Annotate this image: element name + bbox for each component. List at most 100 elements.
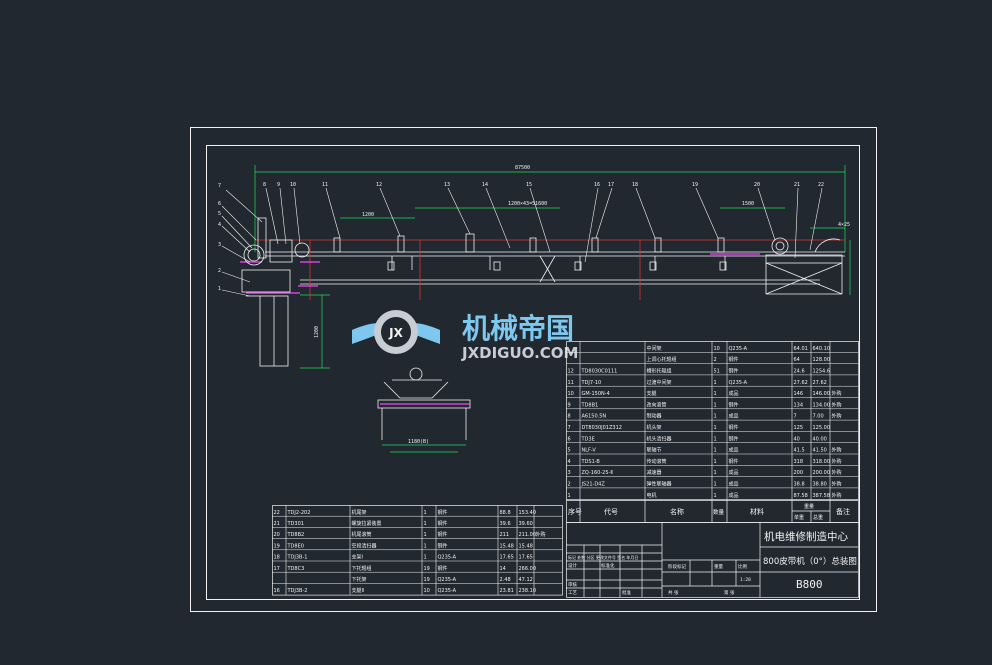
balloon-17: 17 <box>608 182 614 188</box>
bom-right-cell-note: 外购 <box>832 481 842 488</box>
dim-head-height: 1200 <box>314 326 320 338</box>
bom-right-cell-total: 128.00 <box>813 357 831 363</box>
balloon-8: 8 <box>263 182 266 188</box>
bom-left-cell-qty: 10 <box>424 588 430 594</box>
bom-right-cell-name: 联轴节 <box>647 447 662 454</box>
bom-left-cell-total: 238.10 <box>519 588 537 594</box>
conveyor-frame <box>265 251 845 285</box>
bom-right-cell-total: 1254.6 <box>813 369 831 375</box>
bom-right-cell-material: Q235-A <box>729 380 748 386</box>
overall-dimension <box>254 165 851 369</box>
bom-right-cell-unit: 318 <box>794 459 804 465</box>
bom-left-cell-qty: 19 <box>424 577 430 583</box>
bom-right-cell-name: 机头架 <box>647 424 662 431</box>
bom-right-cell-total: 41.50 <box>813 448 827 454</box>
bom-right-cell-unit: 41.5 <box>794 448 805 454</box>
bom-left-cell-unit: 39.6 <box>500 521 511 527</box>
bom-right-cell-total: 640.10 <box>813 346 831 352</box>
bom-left-cell-name: 下托架 <box>352 576 367 583</box>
balloon-12: 12 <box>376 182 382 188</box>
bom-right-frame <box>566 341 859 501</box>
bom-right-cell-no: 4 <box>568 459 571 465</box>
dim-side-note: 4×25 <box>838 222 850 228</box>
bom-right-cell-qty: 51 <box>714 369 720 375</box>
bom-right-cell-material: 钢件 <box>729 401 739 408</box>
bom-right-cell-total: 27.62 <box>813 380 827 386</box>
title-approve-label: 批准 <box>622 589 631 596</box>
bom-right-cell-unit: 200 <box>794 470 804 476</box>
bom-right-cell-total: 146.00 <box>813 391 831 397</box>
bom-left-cell-no: 18 <box>274 555 280 561</box>
bom-right-cell-unit: 125 <box>794 425 804 431</box>
bom-right-cell-no: 8 <box>568 414 571 420</box>
bom-right-cell-code: NLF-V <box>582 448 597 454</box>
bom-right-cell-qty: 2 <box>714 357 717 363</box>
bom-right-cell-material: 成品 <box>729 413 739 420</box>
cross-section-dims <box>382 444 466 453</box>
bom-left-cell-total: 39.60 <box>519 521 533 527</box>
bom-left-cell-unit: 23.81 <box>500 588 514 594</box>
tail-assembly <box>765 237 843 295</box>
title-revision-note: 标记 处数 分区 更改文件号 签名 年月日 <box>568 554 638 560</box>
bom-right-cell-code: TD3E <box>581 436 595 442</box>
title-stage-label: 阶段标记 <box>668 563 686 570</box>
bom-right-cell-name: 槽形托辊组 <box>647 368 672 375</box>
bom-right-cell-qty: 1 <box>714 448 717 454</box>
head-drive <box>241 217 310 367</box>
balloon-1: 1 <box>218 286 221 292</box>
bom-right-cell-name: 机头清扫器 <box>647 435 672 442</box>
bom-left-cell-code: TD8E0 <box>287 543 304 549</box>
bom-left-cell-material: Q235-A <box>438 577 457 583</box>
bom-right-cell-name: 制动器 <box>647 413 662 420</box>
balloon-19: 19 <box>692 182 698 188</box>
bom-left-cell-name: 下托辊组 <box>352 565 372 572</box>
bom-right-cell-code: GM-150N-4 <box>582 391 610 397</box>
watermark: JX 机械帝国 JXDIGUO.COM <box>352 310 578 362</box>
bom-right-cell-code: TD8030C0111 <box>581 369 618 375</box>
bom-left-cell-total: 211.00 <box>519 532 537 538</box>
balloon-4: 4 <box>218 222 221 228</box>
bom-right-cell-material: 成品 <box>729 469 739 476</box>
bom-right-cell-material: 钢件 <box>729 458 739 465</box>
bom-right-cell-code: DT8030J01Z312 <box>582 425 622 431</box>
bom-left-cell-unit: 17.65 <box>500 555 514 561</box>
bom-right-cell-no: 1 <box>568 493 571 499</box>
bom-right-cell-note: 外购 <box>832 458 842 465</box>
bom-left-cell-material: Q235-A <box>438 555 457 561</box>
bom-right-cell-unit: 64 <box>794 357 800 363</box>
title-company: 机电维修制造中心 <box>764 530 848 543</box>
bom-right-cell-no: 10 <box>568 391 574 397</box>
bom-left-cell-code: TDJ3B-1 <box>287 555 308 561</box>
watermark-brand-url: JXDIGUO.COM <box>461 344 578 362</box>
bom-right-cell-note: 外购 <box>832 447 842 454</box>
magenta-highlights <box>240 253 760 294</box>
bom-right-cell-name: 上调心托辊组 <box>647 356 677 363</box>
bom-right-cell-no: 7 <box>568 425 571 431</box>
bom-left-cell-no: 16 <box>274 588 280 594</box>
bom-right-cell-qty: 1 <box>714 482 717 488</box>
bom-left-cell-name: 机尾架 <box>352 509 367 516</box>
title-drawing-name: 800皮带机（0°）总装图 <box>763 556 857 567</box>
bom-right-cell-total: 387.58 <box>813 493 831 499</box>
bom-right-cell-name: 传动滚筒 <box>647 458 667 465</box>
bom-right-cell-material: 钢件 <box>729 356 739 363</box>
balloon-18: 18 <box>632 182 638 188</box>
watermark-brand-cn: 机械帝国 <box>462 312 574 345</box>
bom-right-cell-unit: 64.01 <box>794 346 808 352</box>
bom-right-cell-qty: 1 <box>714 380 717 386</box>
bom-left-cell-name: 支腿Ⅱ <box>352 587 364 594</box>
bom-header-qty: 数量 <box>713 508 725 516</box>
bom-right-cell-no: 6 <box>568 436 571 442</box>
title-drawing-no: B800 <box>796 578 823 591</box>
bom-header-code: 代号 <box>604 507 618 516</box>
bom-right-cell-qty: 1 <box>714 391 717 397</box>
bom-header-name: 名称 <box>670 507 684 516</box>
bom-left-cell-material: 钢件 <box>438 520 448 527</box>
balloon-10: 10 <box>290 182 296 188</box>
bom-header-no: 序号 <box>568 507 582 516</box>
bom-right-cell-total: 125.00 <box>813 425 831 431</box>
idlers <box>333 233 727 271</box>
bom-left-cell-name: 空段清扫器 <box>352 542 377 549</box>
